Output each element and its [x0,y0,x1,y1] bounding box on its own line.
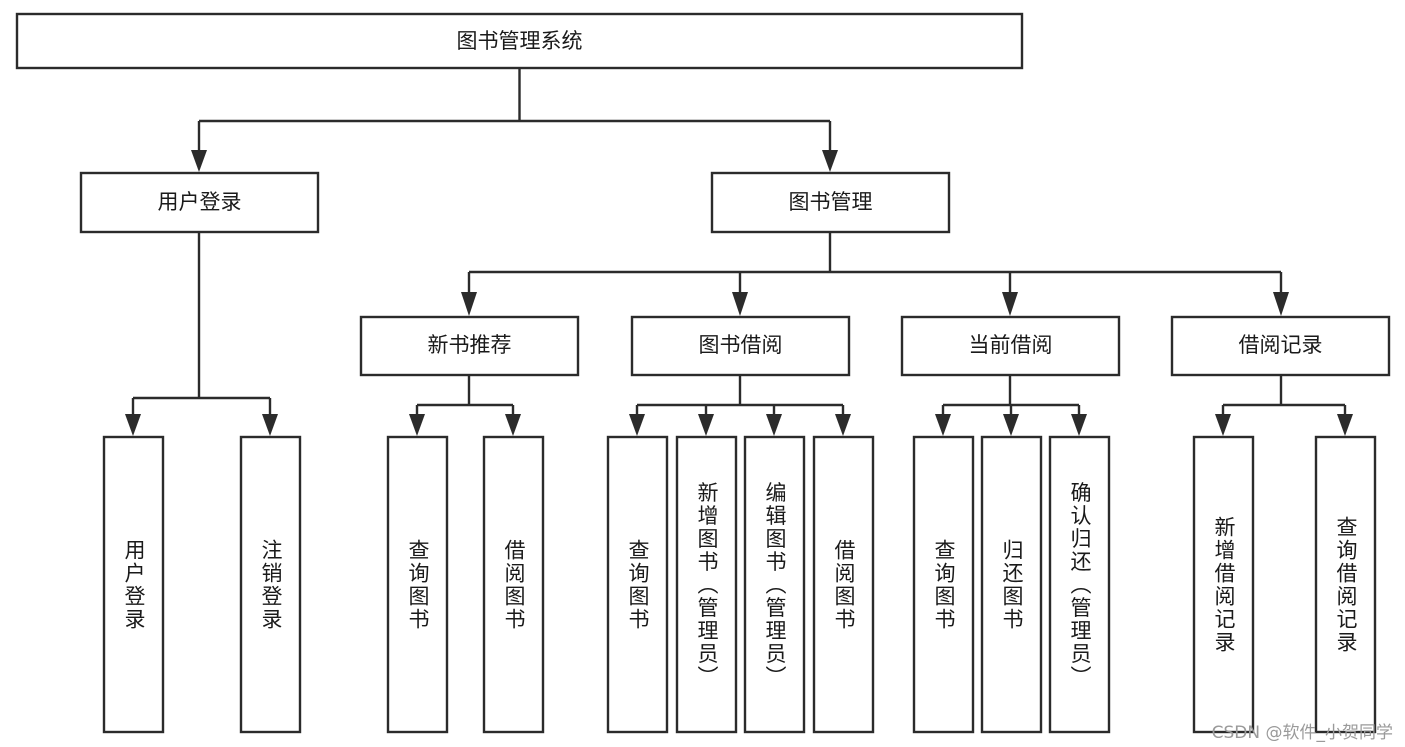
leaf-user-login-2[interactable]: 注销登录 [239,435,302,734]
node-user-login-box[interactable] [79,171,320,234]
leaf-user-login-1-label: 用户登录 [122,539,146,631]
leaf-book-borrow-2[interactable]: 新增图书（管理员） [675,435,738,734]
leaf-new-book-2-label: 借阅图书 [502,539,526,631]
leaf-book-borrow-4[interactable]: 借阅图书 [812,435,875,734]
leaf-new-book-1[interactable]: 查询图书 [386,435,449,734]
arrow-g4-2 [1337,414,1353,436]
leaf-book-borrow-3[interactable]: 编辑图书（管理员） [743,435,806,734]
arrow-l3-1 [461,292,477,316]
arrow-g1-2 [505,414,521,436]
arrow-g2-4 [835,414,851,436]
leaf-current-borrow-2[interactable]: 归还图书 [980,435,1043,734]
leaf-book-borrow-4-label: 借阅图书 [832,539,856,631]
leaf-book-borrow-3-label: 编辑图书（管理员） [763,482,787,689]
leaf-current-borrow-1[interactable]: 查询图书 [912,435,975,734]
arrow-g3-3 [1071,414,1087,436]
leaf-book-borrow-1-label: 查询图书 [626,539,650,631]
node-root[interactable]: 图书管理系统 [15,12,1024,70]
node-borrow-records-box[interactable] [1170,315,1391,377]
node-book-manage-box[interactable] [710,171,951,234]
leaf-book-borrow-4-box[interactable] [812,435,875,734]
leaf-new-book-1-label: 查询图书 [406,539,430,631]
leaf-book-borrow-2-label: 新增图书（管理员） [695,482,719,689]
node-book-borrow[interactable]: 图书借阅 [630,315,851,377]
connector-layer [125,68,1353,436]
leaf-current-borrow-3-label: 确认归还（管理员） [1068,482,1092,689]
arrow-ul-2 [262,414,278,436]
leaf-book-borrow-2-box[interactable] [675,435,738,734]
node-current-borrow[interactable]: 当前借阅 [900,315,1121,377]
arrow-book-manage [822,150,838,172]
leaf-new-book-2[interactable]: 借阅图书 [482,435,545,734]
leaf-user-login-1[interactable]: 用户登录 [102,435,165,734]
leaf-book-borrow-3-box[interactable] [743,435,806,734]
node-user-login-label: 用户登录 [158,190,242,214]
arrow-l3-3 [1002,292,1018,316]
node-book-borrow-box[interactable] [630,315,851,377]
leaf-new-book-1-box[interactable] [386,435,449,734]
leaf-book-borrow-1-box[interactable] [606,435,669,734]
leaf-borrow-record-2[interactable]: 查询借阅记录 [1314,435,1377,734]
arrow-l3-2 [732,292,748,316]
node-user-login[interactable]: 用户登录 [79,171,320,234]
arrow-g2-2 [698,414,714,436]
leaf-user-login-2-box[interactable] [239,435,302,734]
leaf-current-borrow-3-box[interactable] [1048,435,1111,734]
leaf-user-login-2-label: 注销登录 [259,539,283,631]
arrow-ul-1 [125,414,141,436]
node-new-book-recommend-label: 新书推荐 [428,333,512,357]
node-book-manage[interactable]: 图书管理 [710,171,951,234]
arrow-g4-1 [1215,414,1231,436]
leaf-current-borrow-3[interactable]: 确认归还（管理员） [1048,435,1111,734]
arrow-g2-1 [629,414,645,436]
node-new-book-recommend-box[interactable] [359,315,580,377]
arrow-g3-2 [1003,414,1019,436]
leaf-borrow-record-2-label: 查询借阅记录 [1334,516,1358,654]
leaf-borrow-record-1[interactable]: 新增借阅记录 [1192,435,1255,734]
arrow-g1-1 [409,414,425,436]
leaf-current-borrow-1-label: 查询图书 [932,539,956,631]
leaf-book-borrow-1[interactable]: 查询图书 [606,435,669,734]
leaf-current-borrow-2-box[interactable] [980,435,1043,734]
arrow-g3-1 [935,414,951,436]
node-book-manage-label: 图书管理 [789,190,873,214]
arrow-user-login [191,150,207,172]
node-root-box[interactable] [15,12,1024,70]
node-root-label: 图书管理系统 [457,29,583,53]
node-book-borrow-label: 图书借阅 [699,333,783,357]
arrow-l3-4 [1273,292,1289,316]
leaf-user-login-1-box[interactable] [102,435,165,734]
node-current-borrow-box[interactable] [900,315,1121,377]
node-borrow-records[interactable]: 借阅记录 [1170,315,1391,377]
node-new-book-recommend[interactable]: 新书推荐 [359,315,580,377]
leaf-borrow-record-2-box[interactable] [1314,435,1377,734]
leaf-new-book-2-box[interactable] [482,435,545,734]
arrow-g2-3 [766,414,782,436]
node-current-borrow-label: 当前借阅 [969,333,1053,357]
leaf-current-borrow-2-label: 归还图书 [1000,539,1024,631]
leaf-borrow-record-1-label: 新增借阅记录 [1212,516,1236,654]
node-borrow-records-label: 借阅记录 [1239,333,1323,357]
leaf-current-borrow-1-box[interactable] [912,435,975,734]
leaf-borrow-record-1-box[interactable] [1192,435,1255,734]
